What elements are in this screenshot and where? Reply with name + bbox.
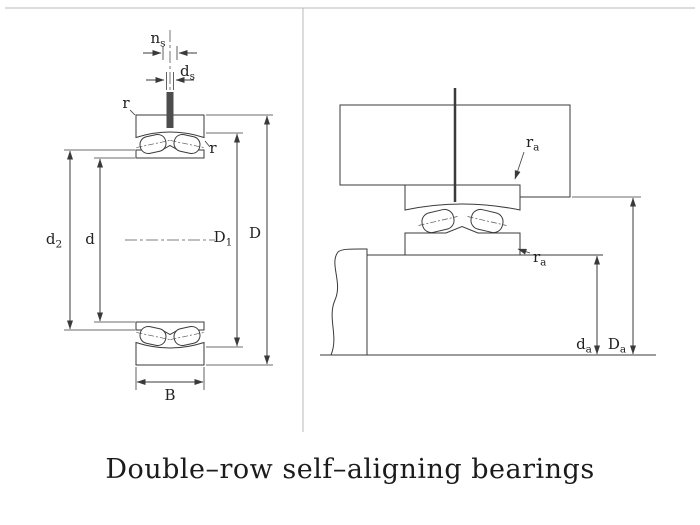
caption: Double–row self–aligning bearings [105, 454, 595, 485]
dimension-D1: D1 [206, 132, 243, 348]
label-Da: Da [608, 335, 626, 356]
left-bearing-view: ns ds r r d2 [46, 29, 273, 404]
label-D1: D1 [214, 228, 233, 249]
label-r-top: r [122, 94, 130, 112]
technical-drawing: ns ds r r d2 [5, 7, 695, 432]
label-D: D [249, 224, 261, 242]
label-da: da [576, 335, 592, 356]
dimension-da: da [576, 255, 600, 356]
label-ra-shaft: ra [533, 248, 546, 269]
shaft-shoulder-section [330, 248, 368, 356]
dimension-B: B [135, 367, 205, 404]
right-mounting-view: ra ra da Da [320, 88, 656, 356]
dimension-Da: Da [572, 196, 641, 356]
fillet-r-right: r [204, 139, 217, 157]
bearing-top-half [135, 114, 205, 159]
fillet-ra-shaft: ra [517, 248, 546, 269]
bearing-bottom-half [134, 321, 206, 366]
roller-right [170, 133, 204, 155]
roller-left [136, 133, 170, 155]
dimension-ds: ds [146, 62, 195, 90]
dimension-D: D [206, 114, 273, 366]
fillet-ra-housing: ra [514, 133, 539, 180]
inner-ring-section [404, 225, 521, 256]
dimension-d: d [85, 157, 135, 323]
mounted-bearing-section [404, 184, 521, 256]
label-d: d [85, 230, 95, 248]
lube-hole [166, 92, 174, 128]
label-ns: ns [150, 29, 165, 50]
label-ra-housing: ra [526, 133, 539, 154]
label-d2: d2 [46, 230, 62, 251]
outer-ring-section [404, 184, 521, 211]
label-r-right: r [209, 139, 217, 157]
dimension-ns: ns [143, 29, 197, 60]
roller-right [467, 208, 507, 234]
label-B: B [164, 386, 175, 404]
label-ds: ds [180, 62, 195, 83]
outer-ring-section [135, 114, 205, 139]
dimension-d2: d2 [46, 149, 135, 331]
roller-left [418, 208, 458, 234]
fillet-r-top-left: r [122, 94, 136, 116]
